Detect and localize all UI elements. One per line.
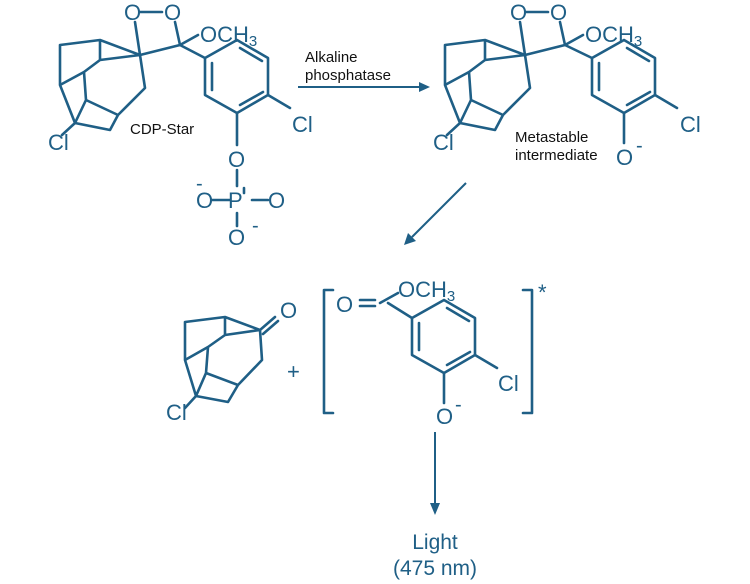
intermediate-cl-adamantane: Cl <box>433 130 454 155</box>
intermediate-benzene-ring <box>590 38 657 115</box>
cdp-star-cl-aryl: Cl <box>292 112 313 137</box>
cdp-star-label: CDP-Star <box>130 121 194 138</box>
intermediate-methoxy-bond <box>563 33 585 47</box>
cdp-star-phosphate-o-bottom: O <box>228 225 245 250</box>
cdp-star-o1: O <box>124 0 141 25</box>
adamantanone-o: O <box>280 298 297 323</box>
cdp-star-adamantane-bonds <box>58 38 147 137</box>
product-cl-bond <box>473 353 499 370</box>
cdp-star-charge-left: - <box>196 173 203 195</box>
cdp-star-phosphate-o-left: O <box>196 188 213 213</box>
enzyme-arrow: Alkaline phosphatase <box>298 49 430 92</box>
enzyme-label-line2: phosphatase <box>305 67 391 84</box>
intermediate-phenoxide-o: O <box>616 145 633 170</box>
cdp-star-phosphate-bonds <box>210 111 270 228</box>
adamantanone-structure: O Cl <box>166 298 297 425</box>
product-methoxy: OCH3 <box>398 277 455 305</box>
intermediate-o2: O <box>550 0 567 25</box>
excited-state-mark: * <box>538 280 547 305</box>
cdp-star-methoxy: OCH3 <box>200 22 257 50</box>
cdp-star-phosphorus: P <box>228 188 243 213</box>
cdp-star-methoxy-bond <box>178 33 200 47</box>
cdp-star-phenol-o: O <box>228 147 245 172</box>
adamantanone-cl: Cl <box>166 400 187 425</box>
product-cl: Cl <box>498 371 519 396</box>
excited-product-structure: O OCH3 Cl O - * <box>322 277 547 429</box>
intermediate-label-line1: Metastable <box>515 129 588 146</box>
product-phenoxide-o: O <box>436 404 453 429</box>
light-label-line2: (475 nm) <box>393 557 477 580</box>
product-charge: - <box>455 394 462 416</box>
right-bracket <box>521 288 534 415</box>
decomposition-arrow <box>404 182 467 245</box>
cdp-star-cl-adamantane: Cl <box>48 130 69 155</box>
light-label-line1: Light <box>412 531 458 554</box>
intermediate-methoxy: OCH3 <box>585 22 642 50</box>
plus-sign: + <box>287 359 300 384</box>
intermediate-aryl-bond <box>563 43 594 60</box>
adamantanone-bonds <box>183 315 280 410</box>
intermediate-adamantane-bonds <box>443 38 532 137</box>
intermediate-charge: - <box>636 135 643 157</box>
intermediate-cl-aryl: Cl <box>680 112 701 137</box>
emission-arrow <box>430 432 440 515</box>
cdp-star-dioxetane-bonds <box>133 20 182 57</box>
ester-carbonyl-o: O <box>336 292 353 317</box>
cdp-star-aryl-bond <box>178 43 207 60</box>
intermediate-label-line2: intermediate <box>515 147 598 164</box>
enzyme-label-line1: Alkaline <box>305 49 358 66</box>
cdp-star-cl-bond <box>266 93 292 110</box>
product-benzene-ring <box>410 298 477 375</box>
cdp-star-charge-bottom: - <box>252 215 259 237</box>
cdp-star-structure: O O OCH3 Cl Cl O P O O O - - CDP-Star <box>48 0 313 250</box>
cdp-star-o2: O <box>164 0 181 25</box>
cdp-star-benzene-ring <box>203 38 270 115</box>
ester-bonds <box>358 291 414 320</box>
cdp-star-phosphate-o-right: O <box>268 188 285 213</box>
intermediate-o1: O <box>510 0 527 25</box>
intermediate-structure: O O OCH3 Cl Cl O - Metastable intermedia… <box>433 0 701 170</box>
intermediate-cl-bond <box>653 93 679 110</box>
left-bracket <box>322 288 335 415</box>
